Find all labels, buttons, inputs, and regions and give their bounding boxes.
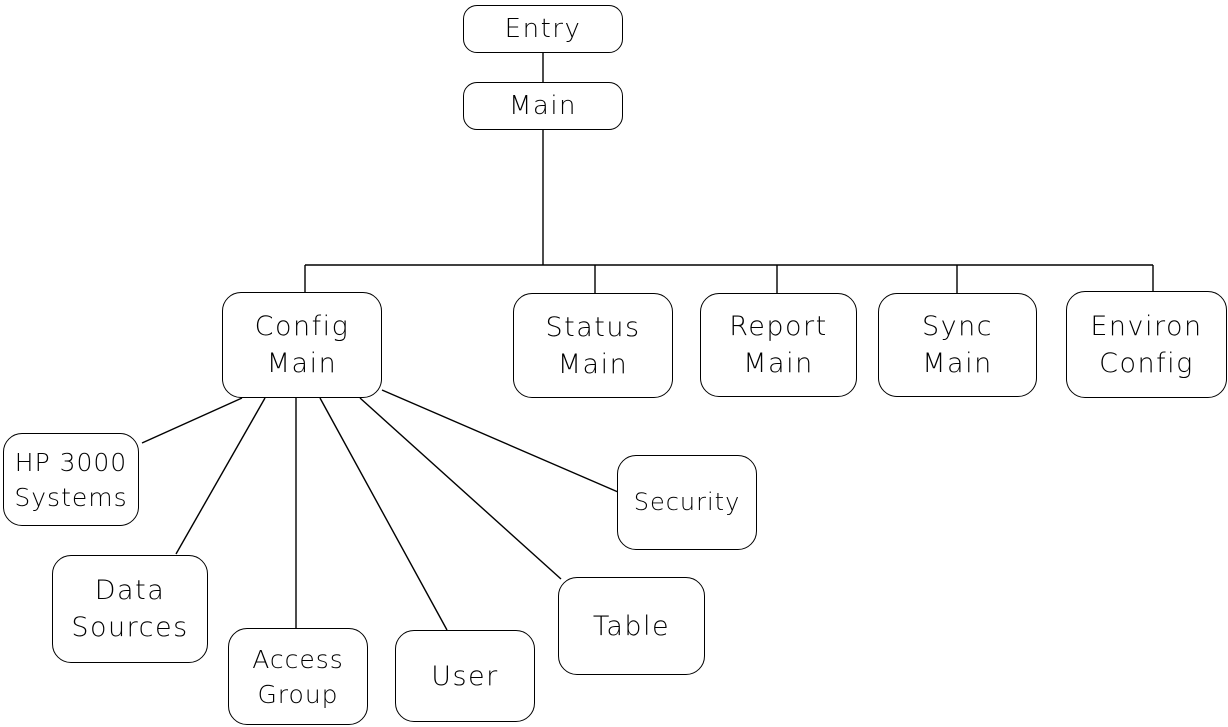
node-security: Security bbox=[617, 455, 757, 550]
node-label: Data bbox=[94, 575, 166, 606]
node-label: Main bbox=[557, 348, 629, 380]
node-table: Table bbox=[558, 577, 705, 675]
node-label: HP 3000 bbox=[14, 447, 128, 477]
node-label: Systems bbox=[14, 482, 128, 512]
node-label: Main bbox=[743, 348, 814, 379]
node-label: Report bbox=[729, 311, 828, 342]
node-label: Main bbox=[266, 348, 338, 379]
node-label: Entry bbox=[504, 13, 582, 44]
node-label: Main bbox=[508, 90, 578, 121]
node-label: Table bbox=[592, 610, 671, 642]
node-sync-main: Sync Main bbox=[878, 293, 1037, 397]
node-label: Environ bbox=[1090, 310, 1203, 342]
node-main: Main bbox=[463, 82, 623, 130]
node-label: Config bbox=[1099, 347, 1194, 379]
node-label: Access bbox=[252, 644, 344, 674]
node-access-group: Access Group bbox=[228, 628, 368, 725]
node-label: Group bbox=[257, 679, 339, 709]
edge-line bbox=[359, 397, 562, 580]
node-user: User bbox=[395, 630, 535, 722]
node-label: Main bbox=[922, 348, 993, 379]
node-data-sources: Data Sources bbox=[52, 555, 208, 663]
node-label: Status bbox=[545, 311, 641, 343]
edge-line bbox=[141, 397, 243, 444]
node-config-main: Config Main bbox=[222, 292, 382, 398]
node-label: User bbox=[431, 660, 499, 692]
node-label: Security bbox=[633, 488, 741, 516]
edge-line bbox=[381, 389, 619, 493]
node-hp3000-systems: HP 3000 Systems bbox=[3, 433, 139, 526]
node-label: Sync bbox=[921, 311, 994, 342]
node-status-main: Status Main bbox=[513, 293, 673, 398]
node-label: Sources bbox=[71, 612, 189, 643]
node-entry: Entry bbox=[463, 5, 623, 53]
node-label: Config bbox=[254, 311, 350, 342]
node-environ-config: Environ Config bbox=[1066, 291, 1227, 398]
edge-line bbox=[319, 397, 448, 631]
edge-line bbox=[175, 397, 266, 555]
node-report-main: Report Main bbox=[700, 293, 857, 397]
